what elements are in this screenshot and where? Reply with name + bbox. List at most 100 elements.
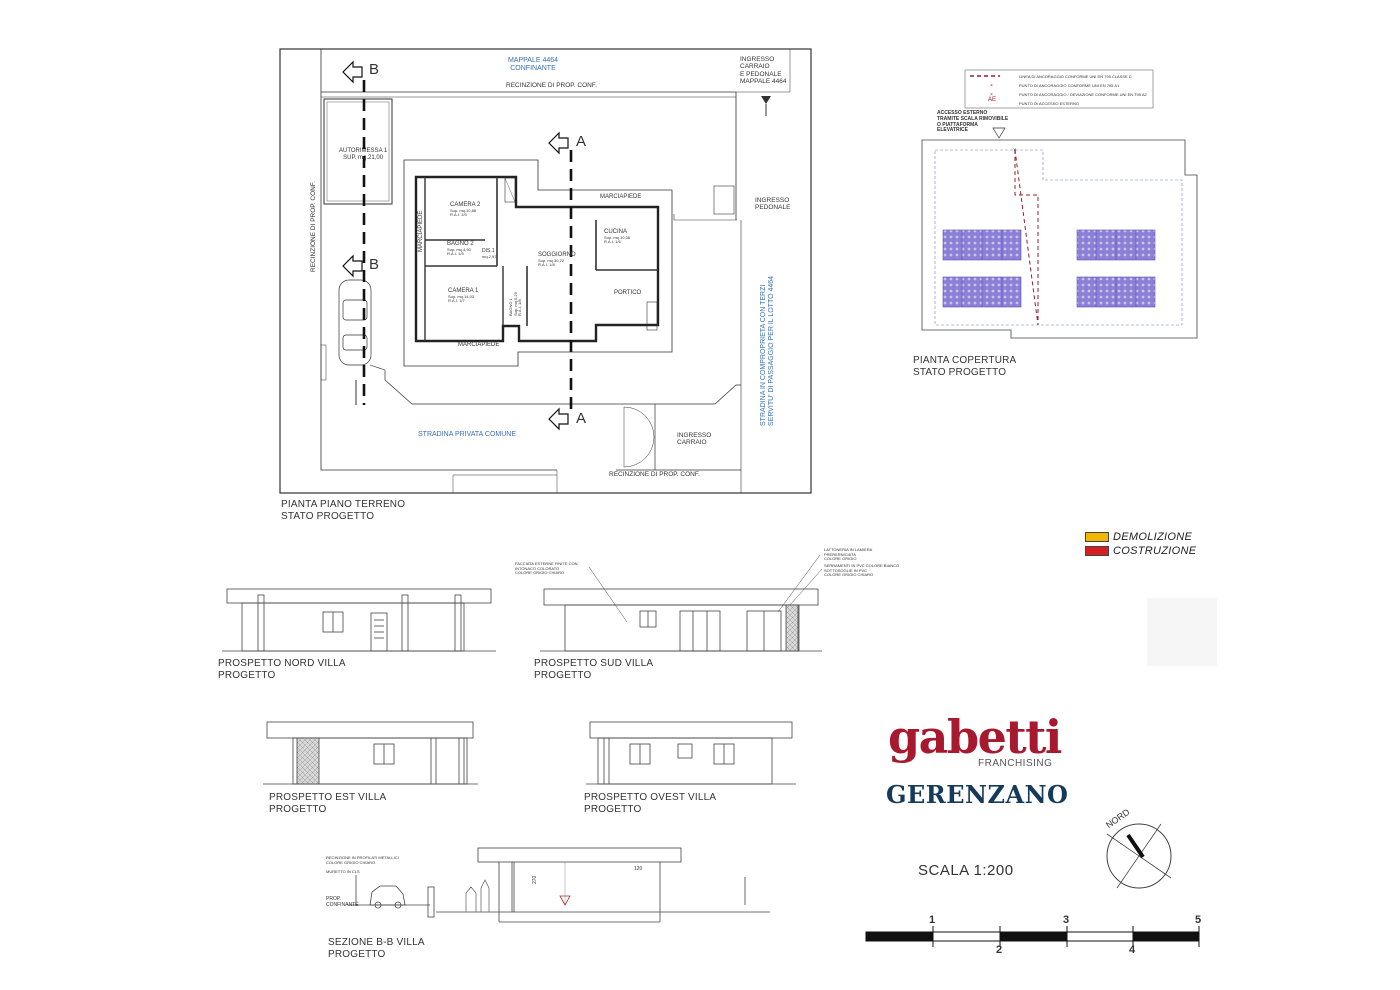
ip-line1: INGRESSO bbox=[755, 197, 790, 204]
marciapiede-bottom: MARCIAPIEDE bbox=[458, 342, 500, 348]
autorimessa-name: AUTORIMESSA 1 bbox=[339, 148, 388, 154]
sud-note-right2-line: SOTTOSOGLIE IN PVC bbox=[824, 567, 868, 573]
camera1-rai: R.A.I. 1/7 bbox=[448, 298, 465, 304]
sud-note-left: FACCIATA ESTERNE FINITE CON INTONACO COL… bbox=[515, 561, 578, 576]
section-a-top-label: A bbox=[576, 133, 587, 150]
section-dim-270: 270 bbox=[532, 875, 538, 884]
recinzione-left: RECINZIONE DI PROP. CONF. bbox=[310, 181, 317, 272]
est-title-line2: PROGETTO bbox=[269, 803, 327, 815]
camera2-rai: R.A.I. 1/5 bbox=[450, 212, 467, 218]
scale-tick-1: 1 bbox=[929, 914, 936, 926]
sud-title-line1: PROSPETTO SUD VILLA bbox=[534, 658, 654, 669]
recinzione-top: RECINZIONE DI PROP. CONF. bbox=[506, 82, 597, 89]
soggiorno-name: SOGGIORNO bbox=[538, 252, 576, 258]
elevation-est-title: PROSPETTO EST VILLA PROGETTO bbox=[269, 792, 386, 815]
icp-line4: MAPPALE 4464 bbox=[740, 78, 787, 86]
soggiorno-area: Sup. mq.30,22 bbox=[538, 257, 565, 263]
access-note-line4: ELEVATRICE bbox=[937, 127, 968, 134]
brand-city: GERENZANO bbox=[886, 780, 1069, 809]
elevation-sud-title: PROSPETTO SUD VILLA PROGETTO bbox=[534, 658, 653, 681]
roof-legend-ae: AE bbox=[988, 97, 997, 103]
ground-floor-plan bbox=[279, 48, 812, 494]
camera1-area: Sup. mq.14,03 bbox=[448, 293, 475, 299]
cucina-area: Sup. mq.10,08 bbox=[604, 234, 631, 240]
ic-line2: CARRAIO bbox=[677, 439, 707, 447]
ingresso-pedonale: INGRESSO PEDONALE bbox=[755, 197, 790, 212]
room-dis1: DIS.1 mq.2,97 bbox=[482, 248, 497, 259]
roof-access-note: ACCESSO ESTERNO TRAMITE SCALA RIMOVIBILE… bbox=[937, 110, 1009, 134]
sud-note-left-line: FACCIATA ESTERNE FINITE CON bbox=[515, 561, 578, 566]
sud-note-right2: SERRAMENTI IN PVC COLORE BIANCO SOTTOSOG… bbox=[824, 563, 900, 578]
scale-tick-5: 5 bbox=[1195, 914, 1202, 926]
marciapiede-left: MARCIAPIEDE bbox=[418, 210, 424, 252]
svg-text:×: × bbox=[1013, 148, 1017, 154]
prop-line2: CONFINANTE bbox=[326, 901, 359, 908]
nord-title-line1: PROSPETTO NORD VILLA bbox=[218, 658, 346, 669]
sud-note-right1-line: LATTONERIA IN LAMIERA bbox=[824, 547, 873, 552]
ic-line1: INGRESSO bbox=[677, 432, 712, 439]
section-dim-120: 120 bbox=[634, 866, 643, 872]
svg-text:×: × bbox=[990, 92, 993, 98]
sud-note-right1-line: PRERERNICIATA bbox=[824, 551, 856, 557]
section-prop-confinante: PROP. CONFINANTE bbox=[326, 896, 359, 909]
ingresso-carraio: INGRESSO CARRAIO bbox=[677, 432, 711, 447]
costruzione-label: COSTRUZIONE bbox=[1113, 545, 1197, 557]
section-note1-line: RECINZIONE IN PROFILATI METALLICI bbox=[326, 855, 399, 860]
roof-title-line1: PIANTA COPERTURA bbox=[913, 355, 1017, 366]
brand-name: gabetti bbox=[888, 710, 1062, 764]
bagno1-rai: R.A.I. 1/8 bbox=[517, 299, 523, 316]
section-a-bottom-label: A bbox=[576, 410, 587, 427]
plan-title-line2: STATO PROGETTO bbox=[281, 510, 375, 522]
access-note-line2: TRAMITE SCALA RIMOVIBILE bbox=[937, 115, 1009, 122]
stradina-privata-comune: STRADINA PRIVATA COMUNE bbox=[418, 431, 517, 438]
car-plan bbox=[338, 279, 372, 366]
scale-tick-4: 4 bbox=[1129, 944, 1136, 956]
section-title-line2: PROGETTO bbox=[328, 948, 386, 960]
roof-title-line2: STATO PROGETTO bbox=[913, 366, 1007, 378]
roof-legend-item: PUNTO DI ANCORAGGIO CONFORME UNI EN 795 … bbox=[1019, 83, 1120, 88]
brand-logo: gabetti FRANCHISING GERENZANO bbox=[884, 710, 1068, 822]
demolizione-label: DEMOLIZIONE bbox=[1113, 531, 1193, 543]
recinzione-bottom: RECINZIONE DI PROP. CONF. bbox=[609, 471, 700, 478]
sud-note-left-line: COLORE GRIGIO CHIARO bbox=[515, 570, 565, 576]
ovest-title-line2: PROGETTO bbox=[584, 803, 642, 815]
soggiorno-rai: R.A.I. 1/8 bbox=[538, 262, 555, 268]
room-cucina: CUCINA Sup. mq.10,08 R.A.I. 1/6 bbox=[604, 229, 630, 245]
room-camera2: CAMERA 2 Sup. mq.10,88 R.A.I. 1/5 bbox=[450, 202, 480, 218]
sud-note-left-line: INTONACO COLORATO bbox=[515, 565, 560, 571]
nord-title-line2: PROGETTO bbox=[218, 669, 276, 681]
room-camera1: CAMERA 1 Sup. mq.14,03 R.A.I. 1/7 bbox=[448, 288, 478, 304]
camera2-area: Sup. mq.10,88 bbox=[450, 207, 477, 213]
access-note-line1: ACCESSO ESTERNO bbox=[937, 110, 988, 116]
sud-note-right1: LATTONERIA IN LAMIERA PRERERNICIATA COLO… bbox=[824, 547, 873, 562]
stradina-terzi-line1: STRADINA IN COMPROPRIETA CON TERZI bbox=[760, 284, 767, 426]
svg-text:×: × bbox=[990, 83, 993, 89]
legend-demolizione: DEMOLIZIONE bbox=[1085, 531, 1192, 543]
section-bb bbox=[348, 847, 770, 923]
section-note-muretto: MURETTO IN CLS bbox=[326, 869, 360, 874]
costruzione-swatch bbox=[1085, 546, 1109, 556]
scale-label: SCALA 1:200 bbox=[918, 862, 1014, 879]
section-b-mid-label: B bbox=[369, 256, 380, 273]
dis1-area: mq.2,97 bbox=[482, 253, 497, 259]
ovest-title-line1: PROSPETTO OVEST VILLA bbox=[584, 792, 717, 803]
room-bagno2: BAGNO 2 Sup. mq.4,90 R.A.I. 1/5 bbox=[447, 241, 474, 257]
scale-tick-3: 3 bbox=[1063, 914, 1070, 926]
elevation-sud bbox=[540, 554, 823, 652]
section-arrows bbox=[342, 60, 569, 431]
section-bb-title: SEZIONE B-B VILLA PROGETTO bbox=[328, 937, 425, 960]
bagno2-rai: R.A.I. 1/5 bbox=[447, 251, 464, 257]
prop-line1: PROP. bbox=[326, 896, 341, 902]
elevation-est bbox=[263, 721, 478, 785]
plan-outer-frame bbox=[279, 48, 812, 494]
sud-note-right1-line: COLORE GRIGIO bbox=[824, 556, 857, 562]
ip-line2: PEDONALE bbox=[755, 204, 791, 212]
plan-title-line1: PIANTA PIANO TERRENO bbox=[281, 499, 406, 510]
mappale-line1: MAPPALE 4464 bbox=[507, 57, 559, 64]
bagno2-name: BAGNO 2 bbox=[447, 241, 474, 247]
sud-note-right2-line: SERRAMENTI IN PVC COLORE BIANCO bbox=[824, 563, 900, 568]
autorimessa-area: SUP. mq.21,00 bbox=[343, 154, 384, 161]
roof-title: PIANTA COPERTURA STATO PROGETTO bbox=[913, 355, 1016, 378]
roof-legend: LINEA DI ANCORAGGIO CONFORME UNI EN 795 … bbox=[1019, 72, 1147, 108]
